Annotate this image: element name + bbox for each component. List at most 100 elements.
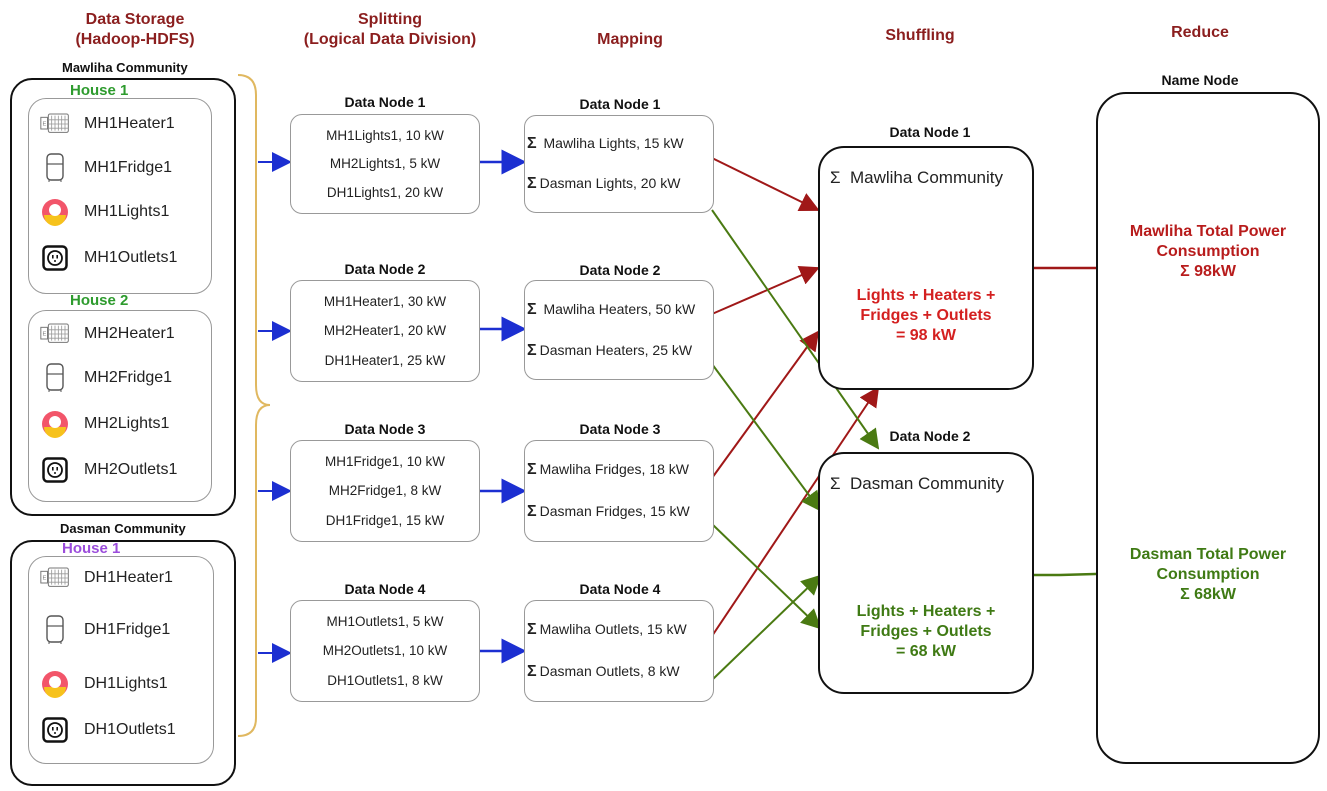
shuffle-node-1: Σ Mawliha Community Lights + Heaters + F…: [818, 146, 1034, 390]
shuffle-node-label-2: Data Node 2: [889, 428, 971, 444]
shuffle-sum: Lights + Heaters + Fridges + Outlets = 6…: [856, 603, 996, 660]
device-row: MH1Outlets1: [40, 243, 177, 273]
lights-icon: [40, 669, 70, 699]
dasman-total: Dasman Total Power Consumption Σ 68kW: [1129, 546, 1287, 603]
device-label: DH1Outlets1: [84, 721, 176, 738]
name-node-label: Name Node: [1161, 72, 1239, 88]
split-line: DH1Lights1, 20 kW: [326, 185, 444, 201]
shuffle-node-2: Σ Dasman Community Lights + Heaters + Fr…: [818, 452, 1034, 694]
device-row: E MH2Heater1: [40, 319, 175, 349]
device-label: DH1Heater1: [84, 569, 173, 586]
split-node-label-4: Data Node 4: [344, 581, 426, 597]
split-node-label-2: Data Node 2: [344, 261, 426, 277]
shuffle-node-label-1: Data Node 1: [889, 124, 971, 140]
device-label: MH1Outlets1: [84, 249, 178, 266]
split-node-label-1: Data Node 1: [344, 94, 426, 110]
split-node-2: MH1Heater1, 30 kW MH2Heater1, 20 kW DH1H…: [290, 280, 480, 382]
split-node-1: MH1Lights1, 10 kW MH2Lights1, 5 kW DH1Li…: [290, 114, 480, 214]
device-label: MH2Heater1: [84, 325, 175, 342]
device-row: MH2Fridge1: [40, 363, 172, 393]
outlet-icon: [40, 715, 70, 745]
split-node-3: MH1Fridge1, 10 kW MH2Fridge1, 8 kW DH1Fr…: [290, 440, 480, 542]
stage-title-splitting: Splitting (Logical Data Division): [303, 11, 477, 48]
fridge-icon: [40, 363, 70, 393]
device-row: DH1Outlets1: [40, 715, 176, 745]
device-label: DH1Lights1: [84, 675, 168, 692]
split-node-label-3: Data Node 3: [344, 421, 426, 437]
device-label: MH2Outlets1: [84, 461, 178, 478]
heater-icon: E: [40, 319, 70, 349]
split-line: MH1Outlets1, 5 kW: [326, 614, 444, 630]
house-title-mh2: House 2: [70, 292, 129, 309]
fridge-icon: [40, 615, 70, 645]
device-label: MH2Fridge1: [84, 369, 173, 386]
heater-icon: E: [40, 109, 70, 139]
shuffle-heading: Σ Mawliha Community: [830, 168, 1004, 187]
split-line: MH2Lights1, 5 kW: [329, 156, 441, 172]
split-line: DH1Fridge1, 15 kW: [325, 512, 445, 528]
map-node-label-2: Data Node 2: [579, 262, 661, 278]
dasman-community-title: Dasman Community: [60, 521, 186, 536]
shuffle-sum: Lights + Heaters + Fridges + Outlets = 9…: [856, 287, 996, 344]
map-node-label-4: Data Node 4: [579, 581, 661, 597]
map-line: Σ Mawliha Heaters, 50 kW: [527, 300, 696, 318]
device-label: MH1Lights1: [84, 203, 170, 220]
outlet-icon: [40, 243, 70, 273]
mawliha-total: Mawliha Total Power Consumption Σ 98kW: [1129, 223, 1287, 280]
device-label: MH1Heater1: [84, 115, 175, 132]
device-row: MH1Fridge1: [40, 153, 172, 183]
split-line: MH1Fridge1, 10 kW: [324, 454, 446, 470]
house-title-dh1: House 1: [62, 540, 121, 557]
map-line: Σ Mawliha Lights, 15 kW: [527, 135, 684, 152]
name-node: [1096, 92, 1320, 764]
device-row: E DH1Heater1: [40, 563, 173, 593]
house-title-mh1: House 1: [70, 82, 129, 99]
stage-title-reduce: Reduce: [1171, 24, 1229, 41]
mawliha-community-box: [10, 78, 236, 516]
svg-text:E: E: [43, 576, 47, 582]
stage-title-mapping: Mapping: [597, 31, 663, 48]
fridge-icon: [40, 153, 70, 183]
svg-text:E: E: [43, 332, 47, 338]
device-label: MH2Lights1: [84, 415, 170, 432]
device-row: DH1Lights1: [40, 669, 168, 699]
svg-text:E: E: [43, 122, 47, 128]
storage-bracket: [237, 74, 271, 737]
device-row: DH1Fridge1: [40, 615, 170, 645]
outlet-icon: [40, 455, 70, 485]
split-line: DH1Outlets1, 8 kW: [327, 672, 443, 688]
map-node-label-1: Data Node 1: [579, 96, 661, 112]
device-row: MH1Lights1: [40, 197, 169, 227]
stage-title-shuffling: Shuffling: [885, 27, 955, 44]
split-line: DH1Heater1, 25 kW: [324, 352, 446, 368]
heater-icon: E: [40, 563, 70, 593]
split-node-4: MH1Outlets1, 5 kW MH2Outlets1, 10 kW DH1…: [290, 600, 480, 702]
split-line: MH2Fridge1, 8 kW: [328, 483, 442, 499]
split-line: MH2Outlets1, 10 kW: [322, 643, 448, 659]
device-row: MH2Outlets1: [40, 455, 177, 485]
split-line: MH2Heater1, 20 kW: [323, 323, 447, 339]
device-row: MH2Lights1: [40, 409, 169, 439]
device-label: MH1Fridge1: [84, 159, 173, 176]
mawliha-community-title: Mawliha Community: [62, 60, 188, 75]
device-row: E MH1Heater1: [40, 109, 175, 139]
split-line: MH1Heater1, 30 kW: [323, 294, 447, 310]
device-label: DH1Fridge1: [84, 621, 171, 638]
stage-title-storage: Data Storage (Hadoop-HDFS): [75, 11, 195, 48]
lights-icon: [40, 409, 70, 439]
lights-icon: [40, 197, 70, 227]
split-line: MH1Lights1, 10 kW: [326, 127, 444, 143]
dasman-community-box: [10, 540, 236, 786]
shuffle-heading: Σ Dasman Community: [830, 474, 1004, 493]
